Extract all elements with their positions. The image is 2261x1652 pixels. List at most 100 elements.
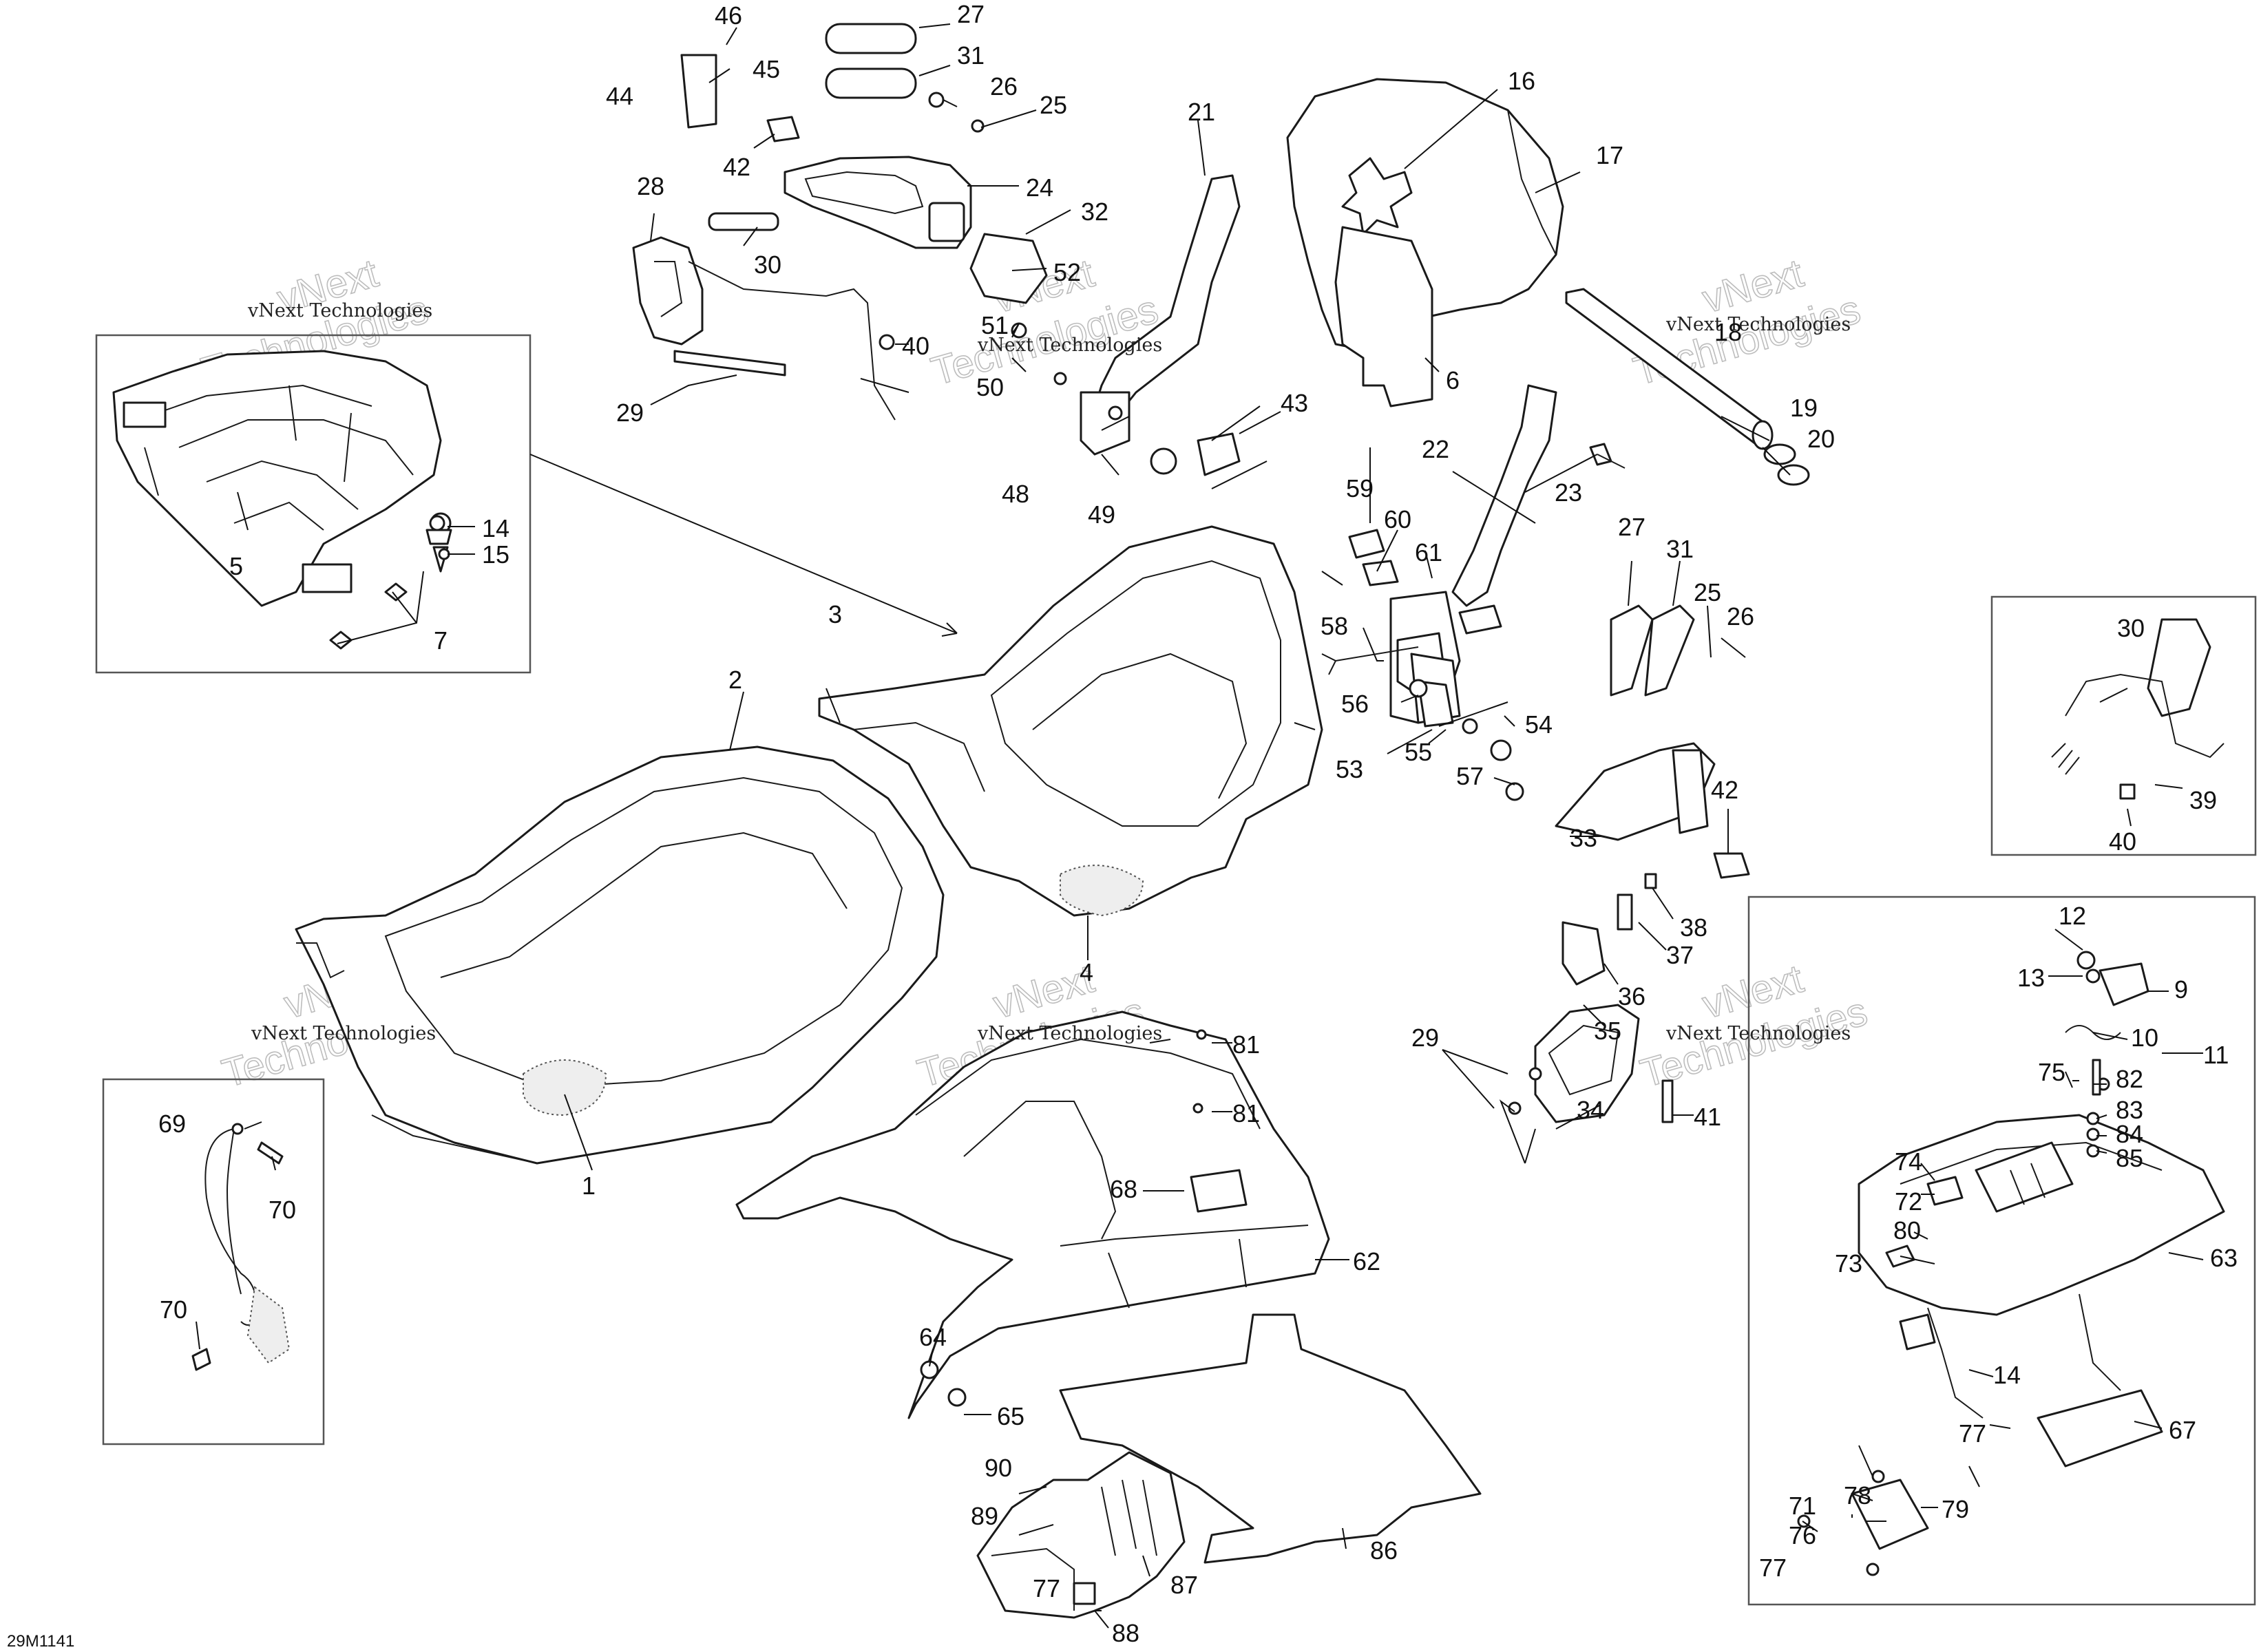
grip-30 — [708, 212, 779, 231]
watermark-text-1: vNext Technologies — [247, 300, 432, 321]
callout-51: 51 — [981, 311, 1009, 339]
callout-88: 88 — [1112, 1619, 1139, 1647]
callout-24: 24 — [1026, 173, 1053, 202]
callout-29-top: 29 — [616, 399, 644, 427]
switch-44 — [680, 54, 717, 129]
callout-28: 28 — [637, 172, 664, 200]
callout-20: 20 — [1807, 425, 1835, 453]
callout-81-bottom: 81 — [1232, 1099, 1260, 1127]
callout-79: 79 — [1942, 1495, 1969, 1523]
callout-45: 45 — [753, 55, 780, 83]
callout-2: 2 — [728, 666, 742, 694]
callout-80: 80 — [1893, 1216, 1921, 1245]
callout-41: 41 — [1694, 1103, 1721, 1131]
callout-71: 71 — [1789, 1492, 1816, 1520]
callout-59: 59 — [1346, 474, 1374, 502]
callout-14-top: 14 — [482, 514, 509, 542]
callout-74: 74 — [1895, 1147, 1922, 1176]
grip-27 — [825, 23, 917, 54]
callout-42-top: 42 — [723, 153, 750, 181]
seat-base — [735, 1010, 1330, 1419]
callout-77-inset-low: 77 — [1759, 1554, 1787, 1582]
callout-26-mid: 26 — [1727, 602, 1754, 631]
inset-box-seat-support — [1747, 896, 2256, 1606]
callout-32: 32 — [1081, 198, 1108, 226]
watermark-text-4: vNext Technologies — [251, 1023, 436, 1044]
callout-39: 39 — [2189, 786, 2217, 814]
callout-84: 84 — [2116, 1120, 2143, 1148]
callout-53: 53 — [1336, 755, 1363, 783]
backrest-bar — [1565, 288, 1810, 486]
callout-78: 78 — [1844, 1481, 1871, 1510]
callout-63: 63 — [2210, 1244, 2238, 1272]
callout-25-top: 25 — [1040, 91, 1067, 119]
callout-64: 64 — [919, 1323, 947, 1351]
callout-23: 23 — [1555, 478, 1582, 507]
callout-70-bottom: 70 — [160, 1295, 187, 1324]
drawing-code: 29M1141 — [7, 1632, 74, 1651]
callout-16: 16 — [1508, 67, 1535, 95]
callout-22: 22 — [1422, 435, 1449, 463]
callout-50: 50 — [976, 373, 1004, 401]
bolt-23 — [1589, 443, 1612, 466]
callout-77-bottom: 77 — [1033, 1574, 1060, 1602]
small-hardware — [429, 92, 2149, 1576]
callout-52: 52 — [1053, 258, 1081, 286]
callout-35: 35 — [1594, 1017, 1621, 1045]
callout-31-top: 31 — [957, 41, 985, 70]
callout-36: 36 — [1618, 982, 1645, 1010]
callout-49: 49 — [1088, 500, 1115, 529]
callout-81-top: 81 — [1232, 1030, 1260, 1059]
callout-73: 73 — [1835, 1249, 1862, 1278]
callout-12: 12 — [2059, 902, 2086, 930]
callout-61: 61 — [1415, 538, 1442, 566]
tether-cable — [191, 1123, 291, 1371]
callout-55: 55 — [1405, 738, 1432, 766]
callout-13: 13 — [2017, 964, 2045, 992]
callout-37: 37 — [1666, 941, 1694, 969]
callout-42-mid: 42 — [1711, 776, 1738, 804]
watermark-text-2: vNext Technologies — [977, 335, 1162, 356]
callout-56: 56 — [1341, 690, 1369, 718]
callout-30-inset: 30 — [2117, 614, 2145, 642]
callout-77-inset-mid: 77 — [1959, 1419, 1986, 1448]
storage-box — [976, 1451, 1186, 1619]
heater-module — [1328, 529, 1461, 728]
leader-lines — [196, 23, 2204, 1629]
callout-87: 87 — [1170, 1571, 1198, 1599]
watermark-text-6: vNext Technologies — [1665, 1023, 1851, 1044]
inset-box-tether — [102, 1078, 325, 1446]
inset-box-seat-frame — [95, 334, 532, 674]
callout-83: 83 — [2116, 1096, 2143, 1124]
handle-assembly-28 — [632, 236, 896, 421]
hand-warmer-housing — [784, 156, 972, 249]
callout-4: 4 — [1080, 958, 1093, 986]
callout-26-top: 26 — [990, 72, 1018, 100]
backrest — [1286, 78, 1564, 407]
callout-10: 10 — [2131, 1024, 2158, 1052]
watermark-small: vNext Technologies vNext Technologies vN… — [247, 300, 1851, 1044]
handle-34 — [1534, 873, 1657, 1123]
callout-54: 54 — [1525, 710, 1553, 739]
callout-85: 85 — [2116, 1144, 2143, 1172]
callout-34: 34 — [1577, 1096, 1604, 1124]
callout-70-top: 70 — [269, 1196, 296, 1224]
callout-9: 9 — [2174, 975, 2188, 1004]
callout-75: 75 — [2038, 1058, 2065, 1086]
callout-82: 82 — [2116, 1065, 2143, 1093]
seat-support — [1851, 1114, 2225, 1550]
callout-27-mid: 27 — [1618, 513, 1645, 541]
callout-89: 89 — [971, 1502, 998, 1530]
grips-right — [1555, 604, 1750, 879]
seat-mat — [1059, 1313, 1482, 1564]
callout-18: 18 — [1714, 318, 1742, 346]
callout-15: 15 — [482, 540, 509, 569]
callout-14-inset: 14 — [1993, 1361, 2021, 1389]
grip-31 — [825, 67, 917, 99]
callout-38: 38 — [1680, 913, 1707, 942]
callout-67: 67 — [2169, 1416, 2196, 1444]
callout-29-mid: 29 — [1411, 1024, 1439, 1052]
callout-62: 62 — [1353, 1247, 1380, 1275]
callout-58: 58 — [1321, 612, 1348, 640]
